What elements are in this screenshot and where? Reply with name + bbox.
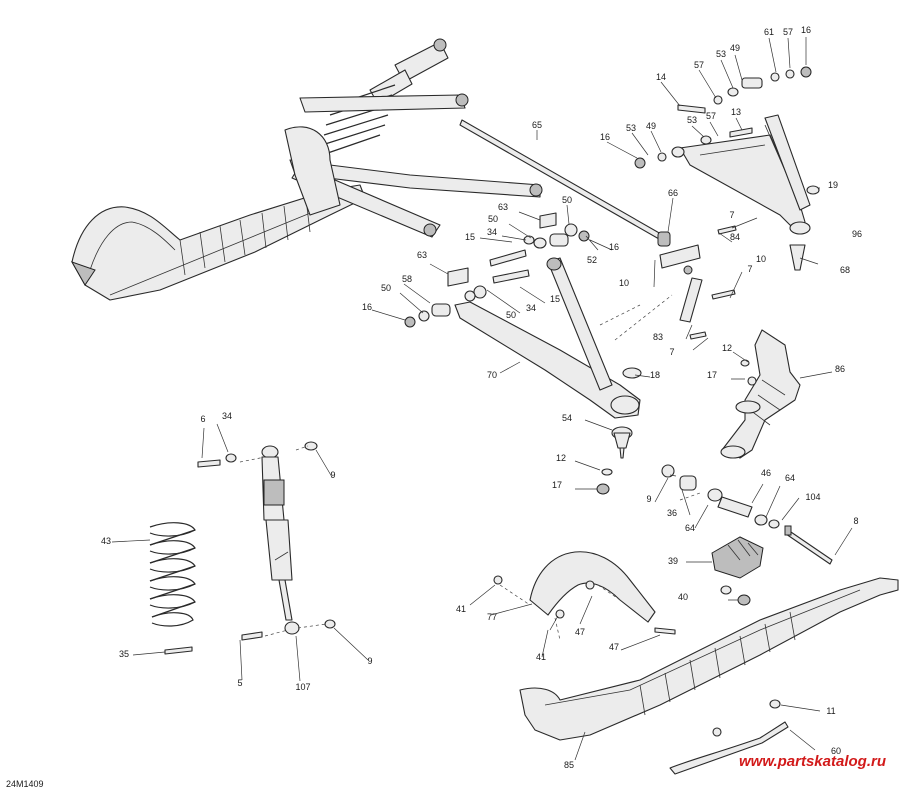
callout-9: 9 bbox=[367, 656, 372, 666]
callout-70: 70 bbox=[487, 370, 497, 380]
callout-16: 16 bbox=[609, 242, 619, 252]
tie-rod bbox=[459, 119, 671, 247]
callout-16: 16 bbox=[801, 25, 811, 35]
callout-40: 40 bbox=[678, 592, 688, 602]
lower-arm-hardware bbox=[404, 212, 590, 328]
callout-12: 12 bbox=[556, 453, 566, 463]
coil-spring bbox=[149, 522, 196, 655]
callout-96: 96 bbox=[852, 229, 862, 239]
callout-34: 34 bbox=[526, 303, 536, 313]
callout-50: 50 bbox=[381, 283, 391, 293]
callout-61: 61 bbox=[764, 27, 774, 37]
callout-17: 17 bbox=[552, 480, 562, 490]
callout-43: 43 bbox=[101, 536, 111, 546]
callout-10: 10 bbox=[619, 278, 629, 288]
callout-8: 8 bbox=[853, 516, 858, 526]
callout-11: 11 bbox=[826, 706, 835, 716]
callout-58: 58 bbox=[402, 274, 412, 284]
callout-68: 68 bbox=[840, 265, 850, 275]
callout-52: 52 bbox=[587, 255, 597, 265]
callout-35: 35 bbox=[119, 649, 129, 659]
callout-17: 17 bbox=[707, 370, 717, 380]
stabilizer-link bbox=[659, 225, 737, 340]
callout-19: 19 bbox=[828, 180, 838, 190]
callout-12: 12 bbox=[722, 343, 732, 353]
callout-5: 5 bbox=[237, 678, 242, 688]
ball-joint bbox=[596, 426, 633, 495]
callout-15: 15 bbox=[465, 232, 475, 242]
callout-49: 49 bbox=[646, 121, 656, 131]
callout-53: 53 bbox=[687, 115, 697, 125]
callout-85: 85 bbox=[564, 760, 574, 770]
connection-lines bbox=[239, 294, 701, 641]
callout-63: 63 bbox=[417, 250, 427, 260]
callout-53: 53 bbox=[626, 123, 636, 133]
callout-64: 64 bbox=[785, 473, 795, 483]
callout-57: 57 bbox=[706, 111, 716, 121]
callout-47: 47 bbox=[575, 627, 585, 637]
callout-10: 10 bbox=[756, 254, 766, 264]
callout-65: 65 bbox=[532, 120, 542, 130]
callout-84: 84 bbox=[730, 232, 740, 242]
callout-16: 16 bbox=[600, 132, 610, 142]
upper-a-arm bbox=[679, 114, 811, 235]
callout-41: 41 bbox=[456, 604, 466, 614]
callout-107: 107 bbox=[295, 682, 310, 692]
shock-absorber bbox=[197, 441, 336, 641]
callout-66: 66 bbox=[668, 188, 678, 198]
diagram-code: 24M1409 bbox=[6, 779, 44, 789]
callout-50: 50 bbox=[488, 214, 498, 224]
callout-18: 18 bbox=[650, 370, 660, 380]
spindle bbox=[720, 329, 801, 459]
callout-39: 39 bbox=[668, 556, 678, 566]
callout-53: 53 bbox=[716, 49, 726, 59]
watermark: www.partskatalog.ru bbox=[739, 753, 886, 770]
callout-6: 6 bbox=[200, 414, 205, 424]
ski-leg bbox=[493, 551, 676, 635]
ski bbox=[519, 577, 899, 775]
callout-60: 60 bbox=[831, 746, 841, 756]
callout-64: 64 bbox=[685, 523, 695, 533]
callout-41: 41 bbox=[536, 652, 546, 662]
callout-86: 86 bbox=[835, 364, 845, 374]
callout-14: 14 bbox=[656, 72, 666, 82]
callout-47: 47 bbox=[609, 642, 619, 652]
callout-7: 7 bbox=[669, 347, 674, 357]
ski-handle bbox=[711, 536, 764, 606]
callout-50: 50 bbox=[506, 310, 516, 320]
callout-36: 36 bbox=[667, 508, 677, 518]
callout-9: 9 bbox=[330, 470, 335, 480]
callout-104: 104 bbox=[805, 492, 820, 502]
callout-7: 7 bbox=[747, 264, 752, 274]
callout-63: 63 bbox=[498, 202, 508, 212]
assembled-ski-illustration bbox=[70, 38, 543, 301]
upper-arm-hardware bbox=[634, 66, 820, 271]
leader-lines bbox=[111, 37, 853, 761]
callout-54: 54 bbox=[562, 413, 572, 423]
callout-9: 9 bbox=[646, 494, 651, 504]
callout-50: 50 bbox=[562, 195, 572, 205]
callout-13: 13 bbox=[731, 107, 741, 117]
callout-46: 46 bbox=[761, 468, 771, 478]
spindle-hardware bbox=[661, 464, 833, 565]
callout-16: 16 bbox=[362, 302, 372, 312]
callout-7: 7 bbox=[729, 210, 734, 220]
callout-57: 57 bbox=[694, 60, 704, 70]
callout-57: 57 bbox=[783, 27, 793, 37]
callout-83: 83 bbox=[653, 332, 663, 342]
callout-77: 77 bbox=[487, 612, 497, 622]
callout-49: 49 bbox=[730, 43, 740, 53]
lower-a-arm bbox=[454, 257, 642, 419]
callout-15: 15 bbox=[550, 294, 560, 304]
callout-34: 34 bbox=[222, 411, 232, 421]
callout-34: 34 bbox=[487, 227, 497, 237]
